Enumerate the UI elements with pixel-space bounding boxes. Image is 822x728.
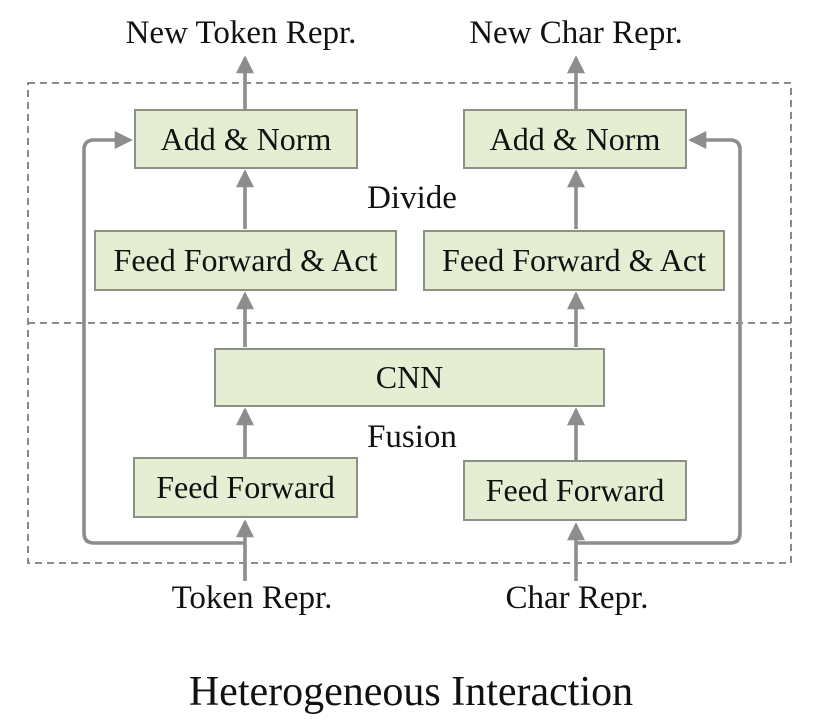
char-repr-label: Char Repr.: [505, 580, 649, 616]
new-token-repr-label: New Token Repr.: [125, 15, 357, 51]
add-norm-char-block: Add & Norm: [463, 109, 687, 169]
add-norm-token-block: Add & Norm: [134, 109, 358, 169]
cnn-block: CNN: [214, 348, 605, 407]
residual-connection-char-arrow: [576, 131, 742, 545]
new-char-repr-label: New Char Repr.: [469, 15, 683, 51]
feed-forward-token-block: Feed Forward: [133, 457, 358, 518]
divide-stage-label: Divide: [367, 180, 457, 216]
feed-forward-act-token-block: Feed Forward & Act: [94, 230, 397, 291]
residual-connection-token-arrow: [82, 131, 245, 545]
fusion-stage-label: Fusion: [367, 419, 457, 455]
feed-forward-act-char-block: Feed Forward & Act: [423, 230, 725, 291]
token-repr-label: Token Repr.: [171, 580, 333, 616]
figure-caption: Heterogeneous Interaction: [188, 669, 634, 715]
feed-forward-char-block: Feed Forward: [463, 460, 687, 521]
